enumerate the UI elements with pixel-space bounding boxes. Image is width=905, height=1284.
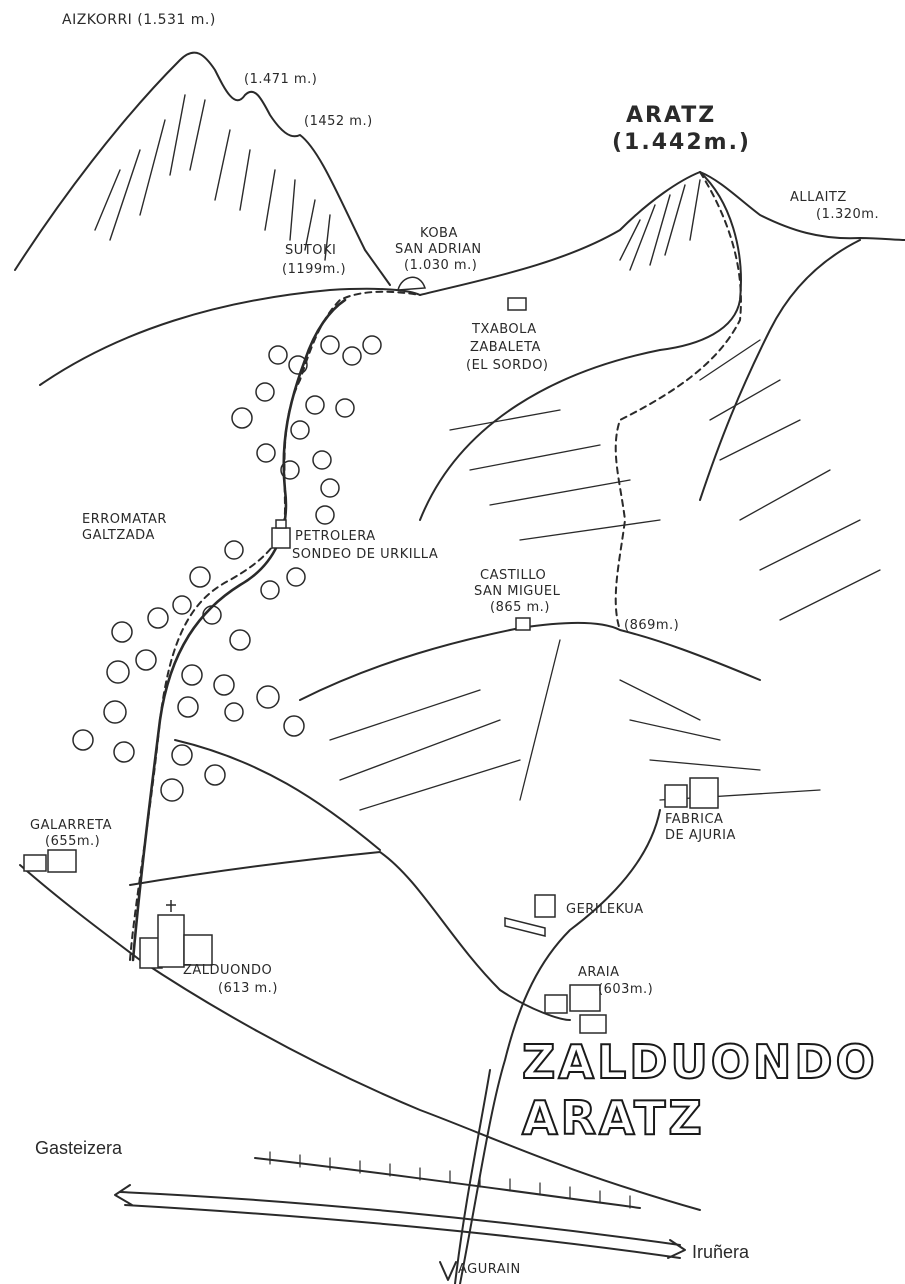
allaitz-slope	[699, 239, 861, 501]
road-fabrica	[459, 809, 661, 1284]
aratz-east-ridge	[659, 171, 742, 351]
label-castillo: CASTILLO	[480, 568, 547, 583]
label-aizkorri: AIZKORRI (1.531 m.)	[62, 12, 216, 28]
label-peak-1471: (1.471 m.)	[244, 72, 318, 87]
label-zabaleta: ZABALETA	[470, 340, 541, 355]
label-irunera: Iruñera	[692, 1242, 750, 1262]
san-miguel-slopes	[329, 639, 821, 811]
label-ajuria: DE AJURIA	[665, 828, 736, 843]
arrow-agurain-head	[439, 1261, 457, 1281]
road-agurain	[454, 1069, 491, 1284]
label-galtzada: GALTZADA	[82, 528, 155, 543]
label-allaitz-alt: (1.320m.	[816, 207, 880, 222]
map-title-line2: ARATZ	[521, 1091, 705, 1145]
galarreta-village	[23, 849, 77, 873]
aratz-shading	[619, 179, 701, 271]
label-sutoki-name: SUTOKI	[285, 243, 337, 258]
petrolera-building	[271, 519, 291, 549]
aizkorri-ridge	[14, 51, 391, 286]
label-araia-alt: (603m.)	[598, 982, 654, 997]
fabrica-building	[664, 777, 719, 809]
label-san-adrian: SAN ADRIAN	[395, 242, 482, 257]
castillo-ruin	[515, 617, 531, 631]
label-galarreta-alt: (655m.)	[45, 834, 101, 849]
label-sutoki-alt: (1199m.)	[282, 262, 347, 277]
trail-erromatar	[129, 290, 421, 961]
label-gasteizera: Gasteizera	[35, 1138, 123, 1158]
label-san-miguel: SAN MIGUEL	[474, 584, 561, 599]
gerilekua-building	[504, 894, 556, 937]
araia-village	[544, 984, 607, 1034]
label-petrolera: PETROLERA	[295, 529, 376, 544]
arrow-gasteiz-head	[114, 1184, 133, 1206]
label-gerilekua: GERILEKUA	[566, 902, 644, 917]
san-miguel-hill	[299, 622, 761, 701]
label-castillo-alt: (865 m.)	[490, 600, 550, 615]
mid-slopes	[449, 339, 881, 621]
label-koba-alt: (1.030 m.)	[404, 258, 478, 273]
trail-aratz	[614, 171, 742, 631]
label-el-sordo: (EL SORDO)	[466, 358, 549, 373]
map-title-line1: ZALDUONDO	[521, 1035, 878, 1089]
label-aratz-name: ARATZ	[626, 103, 717, 128]
label-allaitz-name: ALLAITZ	[790, 190, 847, 205]
railway-ties	[269, 1151, 631, 1209]
road-villages	[129, 851, 571, 1021]
txabola-hut	[507, 297, 527, 311]
label-araia: ARAIA	[578, 965, 620, 980]
label-aratz-alt: (1.442m.)	[612, 130, 751, 155]
mid-ridge	[419, 349, 661, 521]
label-txabola: TXABOLA	[472, 322, 537, 337]
left-slope	[39, 287, 421, 386]
koba-cave	[397, 276, 426, 291]
highway-upper	[119, 1191, 681, 1246]
label-agurain: AGURAIN	[458, 1262, 521, 1277]
label-galarreta: GALARRETA	[30, 818, 113, 833]
label-fabrica: FABRICA	[665, 812, 724, 827]
highway-lower	[124, 1204, 681, 1259]
label-sondeo: SONDEO DE URKILLA	[292, 547, 439, 562]
label-col-869: (869m.)	[624, 618, 680, 633]
railway	[254, 1157, 641, 1209]
label-peak-1452: (1452 m.)	[304, 114, 373, 129]
label-koba: KOBA	[420, 226, 458, 241]
aizkorri-shading	[94, 94, 331, 261]
arrow-iruna-head	[667, 1239, 686, 1259]
road-to-galarreta	[19, 864, 701, 1211]
label-zalduondo: ZALDUONDO	[183, 963, 273, 978]
road-diag	[174, 739, 381, 851]
aratz-ridge	[419, 171, 905, 296]
label-erromatar: ERROMATAR	[82, 512, 167, 527]
label-zalduondo-alt: (613 m.)	[218, 981, 278, 996]
zalduondo-church	[139, 900, 213, 969]
